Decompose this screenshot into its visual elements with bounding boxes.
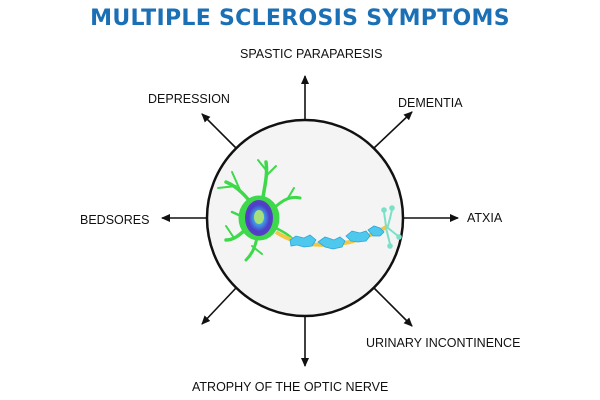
symptom-label-bedsores: BEDSORES bbox=[80, 213, 150, 227]
symptom-label-dementia: DEMENTIA bbox=[398, 96, 463, 110]
arrow-bottom-right bbox=[373, 287, 413, 327]
myelin-sheath bbox=[289, 225, 385, 250]
symptom-label-atxia: ATXIA bbox=[467, 211, 503, 225]
arrow-top-left bbox=[201, 113, 237, 149]
central-circle bbox=[205, 118, 405, 318]
arrow-top-right bbox=[373, 111, 413, 149]
symptom-label-depression: DEPRESSION bbox=[148, 92, 230, 106]
neuron-nucleus bbox=[254, 210, 264, 224]
symptom-label-urinary-incontinence: URINARY INCONTINENCE bbox=[366, 336, 521, 350]
symptom-label-spastic-paraparesis: SPASTIC PARAPARESIS bbox=[240, 47, 383, 61]
arrow-bottom-left bbox=[201, 287, 237, 325]
axon-terminals bbox=[381, 205, 402, 249]
neuron-illustration bbox=[217, 159, 402, 262]
diagram-title: MULTIPLE SCLEROSIS SYMPTOMS bbox=[90, 6, 510, 31]
symptom-label-optic-nerve-atrophy: ATROPHY OF THE OPTIC NERVE bbox=[192, 380, 389, 394]
